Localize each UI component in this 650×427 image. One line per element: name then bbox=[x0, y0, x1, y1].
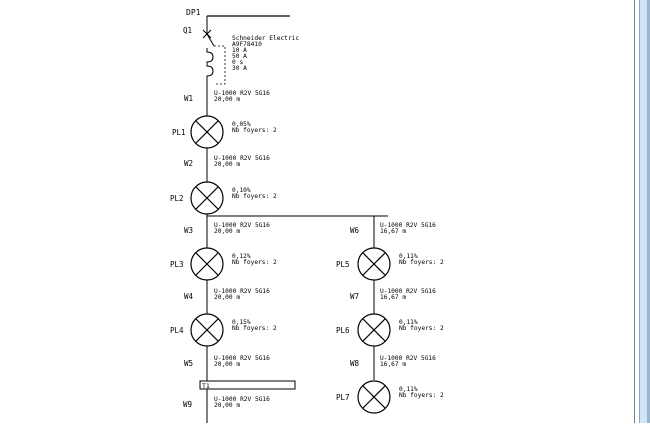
cable-length: 16,67 m bbox=[380, 361, 406, 368]
window-right-border[interactable] bbox=[639, 0, 650, 423]
lamp-pl4[interactable]: PL4 0,15% Nb foyers: 2 bbox=[170, 313, 277, 347]
board-dp1[interactable]: DP1 bbox=[186, 8, 290, 17]
breaker-rating-3: 30 A bbox=[232, 65, 247, 72]
cable-w5[interactable]: W5 U-1000 R2V 5G16 20,00 m bbox=[184, 355, 270, 368]
transformer-t1[interactable]: T1 bbox=[199, 380, 296, 390]
cable-length: 20,00 m bbox=[214, 294, 240, 301]
lamp-pl7[interactable]: PL7 0,11% Nb foyers: 2 bbox=[336, 380, 444, 414]
single-line-diagram[interactable]: DP1 Q1 Schneider Electric bbox=[0, 0, 639, 423]
cable-w1[interactable]: W1 U-1000 R2V 5G16 20,00 m bbox=[184, 90, 270, 103]
breaker-label: Q1 bbox=[183, 26, 192, 35]
cable-label: W1 bbox=[184, 94, 193, 103]
cable-label: W9 bbox=[183, 400, 192, 409]
lamp-label: PL4 bbox=[170, 326, 184, 335]
lamp-foyers: Nb foyers: 2 bbox=[399, 325, 444, 332]
lamp-voltage-drop: 0,11% bbox=[399, 319, 418, 326]
cable-spec: U-1000 R2V 5G16 bbox=[214, 396, 270, 403]
cable-spec: U-1000 R2V 5G16 bbox=[214, 355, 270, 362]
canvas-border bbox=[634, 0, 635, 423]
lamp-label: PL3 bbox=[170, 260, 184, 269]
lamp-foyers: Nb foyers: 2 bbox=[399, 392, 444, 399]
window-edge bbox=[647, 0, 650, 423]
cable-spec: U-1000 R2V 5G16 bbox=[214, 155, 270, 162]
cable-label: W6 bbox=[350, 226, 360, 235]
cable-label: W4 bbox=[184, 292, 194, 301]
cable-w8[interactable]: W8 U-1000 R2V 5G16 16,67 m bbox=[350, 355, 436, 368]
lamp-voltage-drop: 0,11% bbox=[399, 253, 418, 260]
cable-w4[interactable]: W4 U-1000 R2V 5G16 20,00 m bbox=[184, 288, 270, 301]
cable-label: W2 bbox=[184, 159, 193, 168]
lamp-label: PL1 bbox=[172, 128, 186, 137]
cable-spec: U-1000 R2V 5G16 bbox=[380, 288, 436, 295]
cable-label: W3 bbox=[184, 226, 193, 235]
cable-length: 20,00 m bbox=[214, 228, 240, 235]
cable-length: 16,67 m bbox=[380, 228, 406, 235]
lamp-foyers: Nb foyers: 2 bbox=[232, 259, 277, 266]
lamp-foyers: Nb foyers: 2 bbox=[232, 127, 277, 134]
drawing-canvas[interactable]: DP1 Q1 Schneider Electric bbox=[0, 0, 639, 423]
breaker-rating-1: 10 A bbox=[232, 47, 247, 54]
cable-spec: U-1000 R2V 5G16 bbox=[380, 355, 436, 362]
trip-coil bbox=[206, 48, 214, 84]
board-label: DP1 bbox=[186, 8, 201, 17]
cable-w7[interactable]: W7 U-1000 R2V 5G16 16,67 m bbox=[350, 288, 436, 301]
lamp-voltage-drop: 0,12% bbox=[232, 253, 251, 260]
breaker-model: A9F78410 bbox=[232, 41, 262, 48]
lamp-label: PL2 bbox=[170, 194, 184, 203]
breaker-q1[interactable]: Q1 Schneider Electric A9F78410 10 A 50 A… bbox=[183, 26, 299, 85]
cable-spec: U-1000 R2V 5G16 bbox=[380, 222, 436, 229]
lamp-foyers: Nb foyers: 2 bbox=[399, 259, 444, 266]
cable-spec: U-1000 R2V 5G16 bbox=[214, 288, 270, 295]
cable-spec: U-1000 R2V 5G16 bbox=[214, 222, 270, 229]
transformer-label: T1 bbox=[202, 382, 210, 390]
lamp-pl5[interactable]: PL5 0,11% Nb foyers: 2 bbox=[336, 247, 444, 281]
cable-length: 20,00 m bbox=[214, 161, 240, 168]
cable-length: 20,00 m bbox=[214, 361, 240, 368]
breaker-contact bbox=[206, 33, 215, 47]
cable-label: W7 bbox=[350, 292, 359, 301]
cable-label: W5 bbox=[184, 359, 193, 368]
breaker-delay: 0 s bbox=[232, 59, 243, 66]
lamp-foyers: Nb foyers: 2 bbox=[232, 193, 277, 200]
lamp-pl2[interactable]: PL2 0,10% Nb foyers: 2 bbox=[170, 181, 277, 215]
lamp-voltage-drop: 0,10% bbox=[232, 187, 251, 194]
lamp-voltage-drop: 0,15% bbox=[232, 319, 251, 326]
lamp-label: PL5 bbox=[336, 260, 350, 269]
breaker-rating-2: 50 A bbox=[232, 53, 247, 60]
lamp-voltage-drop: 0,05% bbox=[232, 121, 251, 128]
breaker-enclosure bbox=[214, 45, 226, 85]
lamp-voltage-drop: 0,11% bbox=[399, 386, 418, 393]
cable-length: 20,00 m bbox=[214, 96, 240, 103]
cable-spec: U-1000 R2V 5G16 bbox=[214, 90, 270, 97]
lamp-label: PL7 bbox=[336, 393, 350, 402]
cable-length: 20,00 m bbox=[214, 402, 240, 409]
lamp-label: PL6 bbox=[336, 326, 350, 335]
cable-w3[interactable]: W3 U-1000 R2V 5G16 20,00 m bbox=[184, 222, 270, 235]
lamp-pl3[interactable]: PL3 0,12% Nb foyers: 2 bbox=[170, 247, 277, 281]
cable-length: 16,67 m bbox=[380, 294, 406, 301]
lamp-pl1[interactable]: PL1 0,05% Nb foyers: 2 bbox=[172, 115, 277, 149]
cable-w6[interactable]: W6 U-1000 R2V 5G16 16,67 m bbox=[350, 222, 436, 235]
lamp-pl6[interactable]: PL6 0,11% Nb foyers: 2 bbox=[336, 313, 444, 347]
cable-label: W8 bbox=[350, 359, 360, 368]
lamp-foyers: Nb foyers: 2 bbox=[232, 325, 277, 332]
transformer-box bbox=[199, 380, 296, 390]
breaker-manufacturer: Schneider Electric bbox=[232, 35, 299, 42]
cable-w2[interactable]: W2 U-1000 R2V 5G16 20,00 m bbox=[184, 155, 270, 168]
cable-w9[interactable]: W9 U-1000 R2V 5G16 20,00 m bbox=[183, 396, 270, 409]
